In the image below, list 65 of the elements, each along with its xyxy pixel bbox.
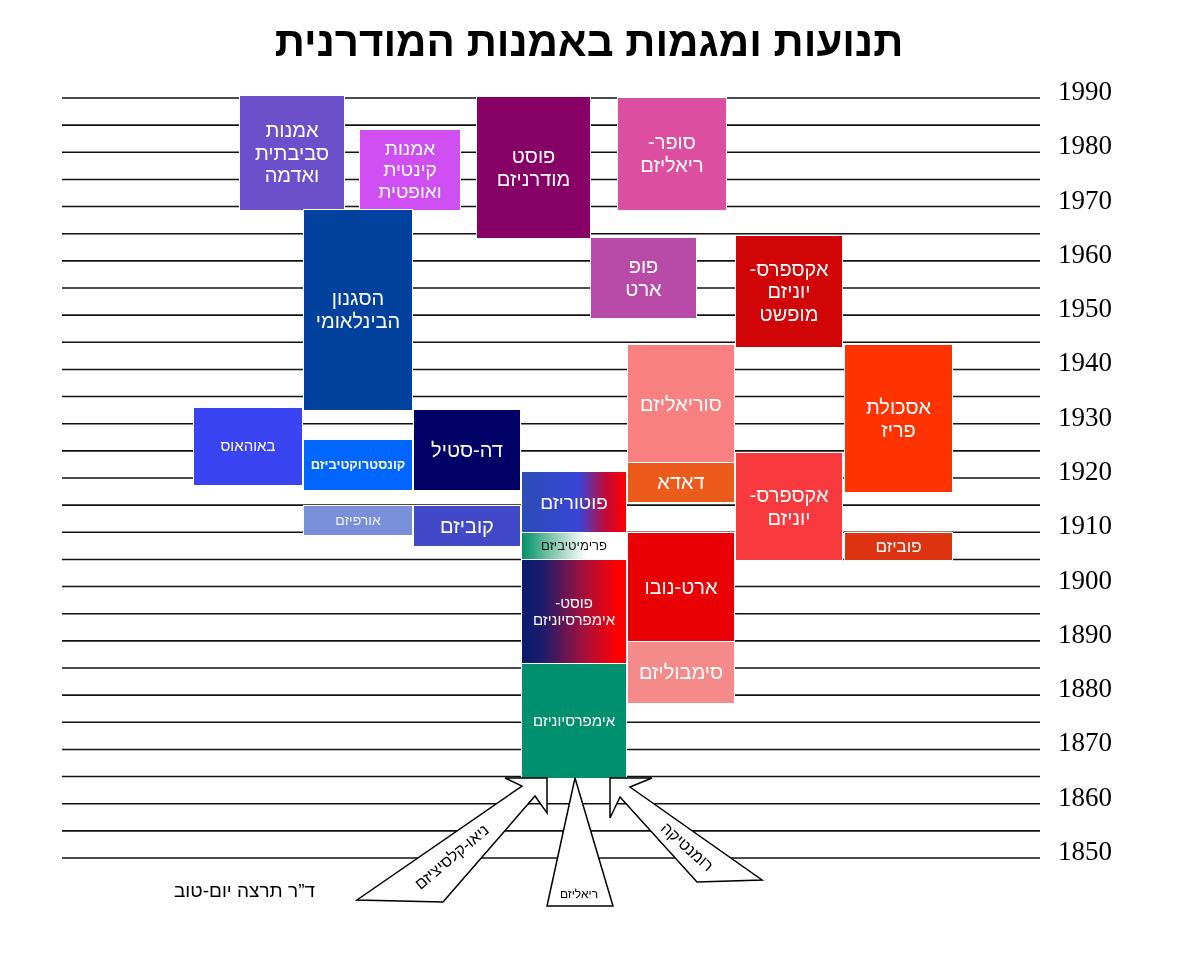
movement-name: פוביזם [875,536,922,557]
diagram-title: תנועות ומגמות באמנות המודרנית [274,19,904,66]
movement-name: אקספרס- יוניזם [748,483,830,530]
movement-name: פוסט מודרניזם [495,144,572,191]
block-arrow [609,777,765,883]
movement-box [304,440,412,490]
movement-name: אמנות קינטית ואופטית [377,137,443,203]
movement-box [414,506,520,546]
movement-box [628,345,734,463]
movement-box [591,238,696,318]
movement-name: דאדא [657,471,705,494]
year-label: 1880 [1058,675,1112,703]
movement-box [304,506,412,535]
movement-box [618,98,726,210]
year-label: 1960 [1058,240,1112,268]
movement-name: ארט-נובו [644,576,718,599]
year-label: 1930 [1058,403,1112,431]
wedge-arrow [546,777,614,907]
movement-box [414,410,520,490]
movement-box [628,463,734,502]
year-label: 1910 [1058,512,1112,540]
edge-label: רומנטיקה [657,819,717,875]
year-label: 1900 [1058,566,1112,594]
year-label: 1890 [1058,620,1112,648]
movement-box [628,642,734,703]
movement-box [736,236,842,347]
movement-name: סימבוליזם [638,661,724,684]
movement-box [477,97,590,238]
movement-box [845,345,952,492]
movement-name: סופר- ריאליזם [639,131,705,177]
year-label: 1980 [1058,132,1112,160]
movement-box [194,408,302,485]
year-label: 1870 [1058,729,1112,757]
block-arrow [354,777,548,903]
year-label: 1860 [1058,783,1112,811]
movement-name: קונסטרוקטיביזם [310,457,406,473]
year-label: 1920 [1058,458,1112,485]
year-label: 1990 [1058,78,1112,105]
year-label: 1970 [1058,186,1112,214]
movement-box [522,560,626,664]
movement-name: אמנות סביבתית ואדמה [253,119,331,187]
movement-box [304,210,412,410]
movement-box [736,453,842,560]
movement-name: אסכולת פריז [864,395,933,442]
edge-label: ריאליזם [559,888,599,902]
movement-name: פוסט- אימפרסיוניזם [531,595,617,629]
movement-name: סוריאליזם [640,392,722,416]
edge-label: ניאו-קלסיציזם [411,821,493,893]
year-label: 1850 [1058,838,1112,866]
movement-name: דה-סטיל [431,438,503,462]
movement-box [240,96,344,210]
movement-box [845,533,952,560]
movement-box [360,130,460,210]
movement-box [628,533,734,642]
movement-name: אימפרסיוניזם [532,712,616,730]
movement-name: אקספרס- יוניזם מופשט [748,257,830,326]
year-label: 1940 [1058,349,1112,377]
movement-name: באוהאוס [220,438,276,455]
movement-name: קוביזם [440,514,494,538]
movement-name: פופ ארט [624,255,663,301]
year-label: 1950 [1058,295,1112,323]
movement-name: הסגנון הבינלאומי [314,287,402,333]
movement-box [522,664,626,778]
author-credit: ד”ר תרצה יום-טוב [173,881,315,902]
movement-name: אורפיזם [335,512,381,529]
